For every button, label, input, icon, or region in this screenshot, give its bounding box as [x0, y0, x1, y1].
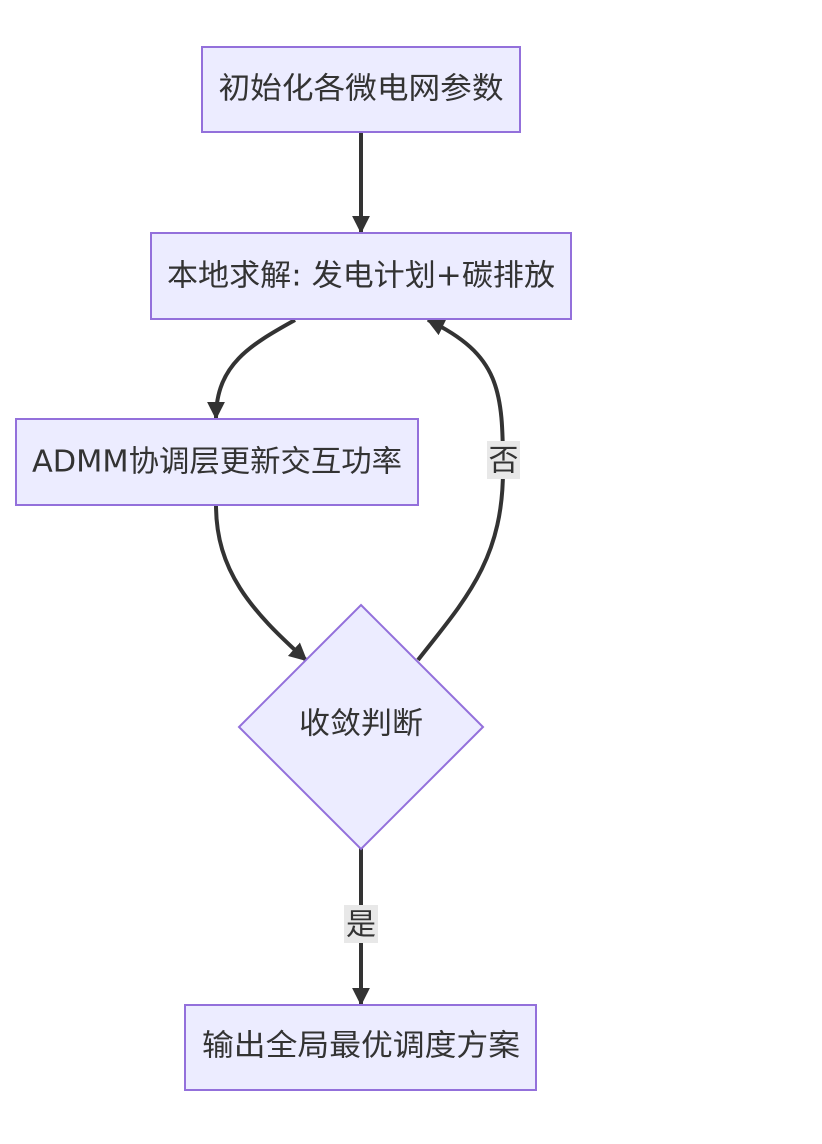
- node-convergence-check: 收敛判断: [237, 603, 485, 851]
- edge-label-no: 否: [487, 441, 520, 479]
- node-output-label: 输出全局最优调度方案: [202, 1029, 520, 1064]
- node-output: 输出全局最优调度方案: [184, 1004, 537, 1091]
- edge-local-to-admm: [207, 318, 296, 420]
- edge-label-yes: 是: [344, 905, 378, 943]
- edge-label-no-text: 否: [489, 444, 519, 479]
- node-output-box: [184, 1004, 537, 1091]
- node-init: 初始化各微电网参数: [201, 46, 521, 133]
- node-admm-box: [15, 418, 419, 506]
- node-admm: ADMM协调层更新交互功率: [15, 418, 419, 506]
- node-local-solve-box: [150, 232, 572, 320]
- node-convergence-check-label: 收敛判断: [299, 707, 423, 742]
- edge-admm-to-check: [214, 504, 308, 662]
- edge-label-no-bg: [487, 441, 520, 479]
- edge-label-yes-bg: [344, 905, 378, 943]
- node-init-label: 初始化各微电网参数: [219, 72, 504, 107]
- edge-check-to-local-loop: [416, 318, 506, 662]
- node-local-solve: 本地求解: 发电计划+碳排放: [150, 232, 572, 320]
- node-admm-label: ADMM协调层更新交互功率: [32, 445, 402, 480]
- edge-label-yes-text: 是: [346, 908, 376, 943]
- node-init-box: [201, 46, 521, 133]
- node-convergence-check-diamond: [237, 603, 485, 851]
- node-local-solve-label: 本地求解: 发电计划+碳排放: [167, 259, 555, 294]
